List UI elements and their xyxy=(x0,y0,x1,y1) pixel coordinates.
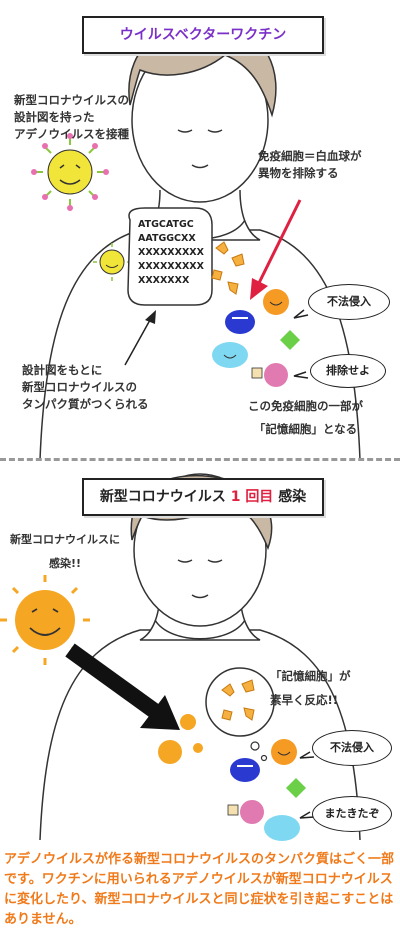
note-memory-cells: この免疫細胞の一部が 「記憶細胞」となる xyxy=(248,398,363,438)
note-protein-made: 設計図をもとに 新型コロナウイルスの タンパク質がつくられる xyxy=(22,362,149,413)
note-line: 「記憶細胞」となる xyxy=(253,422,358,436)
note-line: 異物を排除する xyxy=(258,166,339,180)
memory-thought-bubble xyxy=(205,667,275,762)
title-count: 1 xyxy=(230,489,241,505)
speech-bubble-intrusion: 不法侵入 xyxy=(308,284,390,320)
dna-line: AATGGCXX xyxy=(138,233,196,244)
pointer-arrow-icon xyxy=(124,310,156,366)
adenovirus-icon xyxy=(31,133,109,211)
title-main: 新型コロナウイルス xyxy=(99,489,226,505)
note-line: 設計図をもとに xyxy=(22,363,103,377)
note-line: 感染!! xyxy=(48,557,82,570)
dna-line: XXXXXXX xyxy=(138,275,190,286)
virus-particles xyxy=(158,714,203,764)
speech-bubble-intrusion-2: 不法侵入 xyxy=(312,730,392,766)
note-line: アデノウイルスを接種 xyxy=(14,127,129,141)
note-line: この免疫細胞の一部が xyxy=(248,399,363,413)
note-line: タンパク質がつくられる xyxy=(22,397,149,411)
panel2-title: 新型コロナウイルス 1 回目 感染 xyxy=(82,478,324,516)
note-line: 設計図を持った xyxy=(14,110,95,124)
speech-bubble-again: またきたぞ xyxy=(312,796,392,832)
immune-cells-2 xyxy=(227,739,306,841)
note-immune-cells: 免疫細胞＝白血球が 異物を排除する xyxy=(258,148,362,182)
red-arrow-icon xyxy=(250,199,302,300)
immune-cells-1 xyxy=(212,289,300,387)
footer-disclaimer: アデノウイルスが作る新型コロナウイルスのタンパク質はごく一部です。ワクチンに用い… xyxy=(4,852,395,927)
dna-line: ATGCATGC xyxy=(138,219,194,230)
panel1-title: ウイルスベクターワクチン xyxy=(82,16,324,54)
note-line: 素早く反応!! xyxy=(270,693,338,707)
dna-line: XXXXXXXXX xyxy=(138,247,204,258)
note-adenovirus-inoculation: 新型コロナウイルスの 設計図を持った アデノウイルスを接種 xyxy=(14,92,129,143)
note-infected: 新型コロナウイルスに 感染!! xyxy=(10,528,120,576)
panel-divider xyxy=(0,458,400,461)
protein-pieces xyxy=(211,241,245,295)
note-line: 「記憶細胞」が xyxy=(270,669,351,683)
blueprint-bubble xyxy=(127,207,213,306)
title-highlight: 回目 xyxy=(245,489,274,505)
coronavirus-icon xyxy=(0,575,90,665)
note-memory-react: 「記憶細胞」が 素早く反応!! xyxy=(270,664,351,712)
infection-arrow-icon xyxy=(65,643,180,730)
note-line: 新型コロナウイルスの xyxy=(22,380,137,394)
dna-line: XXXXXXXXX xyxy=(138,261,204,272)
speech-bubble-eliminate: 排除せよ xyxy=(310,354,386,388)
note-line: 新型コロナウイルスの xyxy=(14,93,129,107)
note-line: 免疫細胞＝白血球が xyxy=(258,149,362,163)
title-end: 感染 xyxy=(278,489,307,505)
adenovirus-small-icon xyxy=(93,243,131,281)
note-line: 新型コロナウイルスに xyxy=(10,533,120,546)
dna-sequence: ATGCATGC AATGGCXX XXXXXXXXX XXXXXXXXX XX… xyxy=(138,218,204,288)
